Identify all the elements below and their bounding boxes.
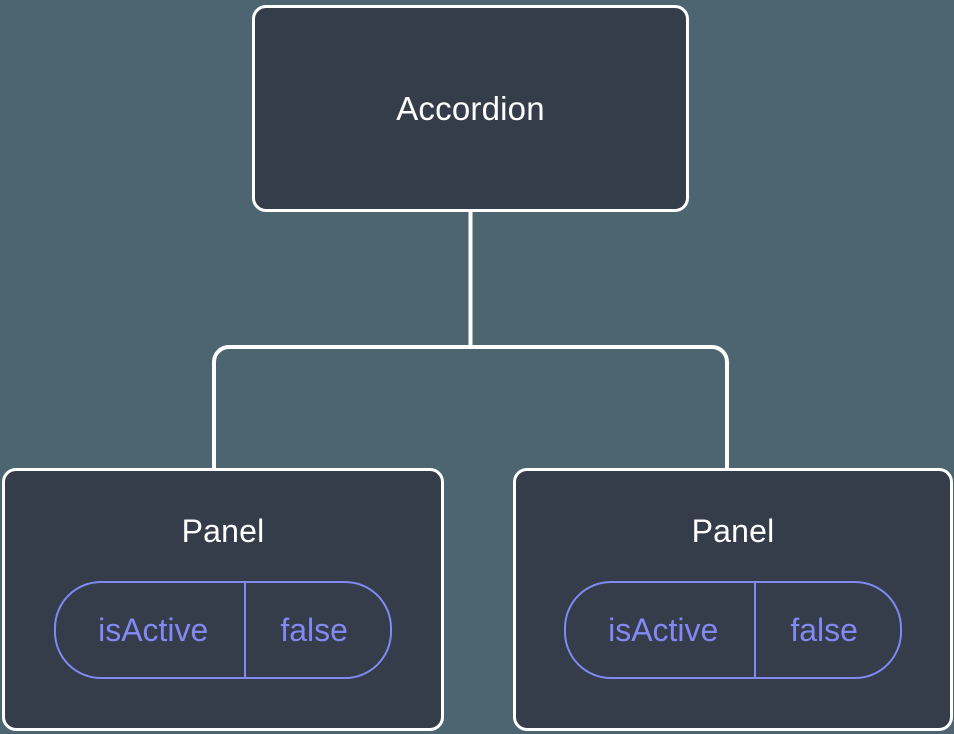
- tree-node-panel-1[interactable]: Panel isActive false: [2, 468, 444, 731]
- tree-node-panel-2[interactable]: Panel isActive false: [513, 468, 953, 731]
- state-pill-panel-2-value: false: [754, 583, 900, 677]
- tree-node-panel-2-label: Panel: [691, 513, 775, 549]
- state-pill-panel-2-key: isActive: [608, 612, 719, 648]
- state-pill-panel-1-value: false: [244, 583, 390, 677]
- state-pill-panel-1[interactable]: isActive false: [54, 581, 392, 679]
- state-pill-panel-1-key: isActive: [98, 612, 209, 648]
- tree-node-accordion-label: Accordion: [396, 90, 545, 127]
- tree-node-accordion[interactable]: Accordion: [252, 5, 689, 212]
- state-pill-panel-2[interactable]: isActive false: [564, 581, 902, 679]
- connector-branch-right: [470, 345, 729, 470]
- tree-node-panel-1-label: Panel: [181, 513, 265, 549]
- connector-branch-left: [212, 345, 471, 470]
